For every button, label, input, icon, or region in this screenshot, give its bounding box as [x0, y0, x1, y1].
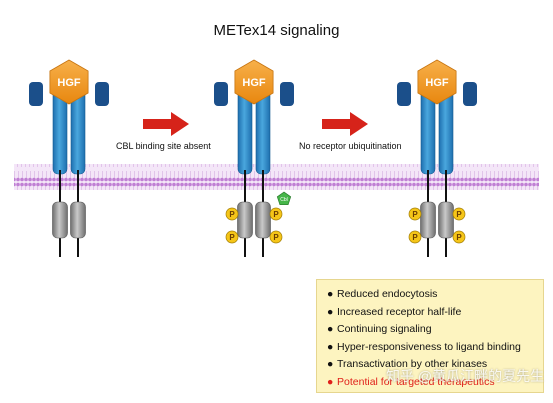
step-label-no-ubiquitination: No receptor ubiquitination: [299, 141, 402, 151]
arrow-shape: [143, 112, 189, 136]
kinase-domain-right: [438, 201, 454, 239]
phospho-circle: [225, 207, 239, 221]
phospho-circle: [452, 230, 466, 244]
kinase-domain-left: [237, 201, 253, 239]
consequence-text: Reduced endocytosis: [337, 288, 438, 300]
phospho-label: P: [456, 210, 462, 219]
hgf-ligand: [49, 59, 89, 105]
consequence-item: ●Hyper-responsiveness to ligand binding: [327, 340, 521, 353]
phospho-group: P: [408, 230, 422, 244]
hgf-label: HGF: [57, 77, 81, 89]
sema-domain-right: [280, 82, 294, 106]
phospho-circle: [408, 207, 422, 221]
phospho-group: P: [269, 230, 283, 244]
phospho-label: P: [412, 233, 418, 242]
kinase-domain-left: [420, 201, 436, 239]
consequence-text: Hyper-responsiveness to ligand binding: [337, 340, 521, 353]
cbl-protein: Cbl: [276, 191, 292, 206]
step-label-cbl-site-absent: CBL binding site absent: [116, 141, 211, 151]
kinase-domain-right: [255, 201, 271, 239]
sema-domain-left: [214, 82, 228, 106]
consequence-item: ●Transactivation by other kinases: [327, 358, 488, 370]
phospho-circle: [225, 230, 239, 244]
phospho-label: P: [273, 210, 279, 219]
kinase-domain-right: [70, 201, 86, 239]
met-receptor-2: HGF P P P P Cbl: [214, 59, 294, 257]
arrow-shape: [322, 112, 368, 136]
cbl-shape: [276, 191, 292, 206]
watermark: 知乎 @黄瓜江畔的夏先生: [386, 368, 545, 384]
consequence-text: Increased receptor half-life: [337, 305, 462, 318]
phospho-label: P: [273, 233, 279, 242]
transition-arrow-2: [322, 112, 368, 136]
transition-arrow-1: [143, 112, 189, 136]
hgf-label: HGF: [425, 77, 449, 89]
consequence-item: ●Increased receptor half-life: [327, 305, 462, 318]
hgf-label: HGF: [242, 77, 266, 89]
consequences-box: ●Reduced endocytosis ●Increased receptor…: [316, 279, 544, 393]
diagram-title: METex14 signaling: [213, 22, 340, 39]
sema-domain-right: [95, 82, 109, 106]
phospho-circle: [408, 230, 422, 244]
cbl-label: Cbl: [280, 197, 288, 203]
phospho-circle: [269, 230, 283, 244]
hgf-ligand: [234, 59, 274, 105]
sema-domain-left: [29, 82, 43, 106]
phospho-group: P: [225, 230, 239, 244]
consequence-item: ●Continuing signaling: [327, 323, 432, 335]
phospho-group: P: [408, 207, 422, 221]
phospho-label: P: [412, 210, 418, 219]
kinase-domain-left: [52, 201, 68, 239]
phospho-label: P: [229, 210, 235, 219]
met-receptor-1: HGF: [29, 59, 109, 257]
hgf-ligand: [417, 59, 457, 105]
consequence-text: Transactivation by other kinases: [337, 358, 488, 370]
phospho-group: P: [269, 207, 283, 221]
phospho-group: P: [225, 207, 239, 221]
phospho-circle: [452, 207, 466, 221]
phospho-group: P: [452, 207, 466, 221]
consequence-text: Continuing signaling: [337, 323, 432, 335]
phospho-label: P: [229, 233, 235, 242]
met-receptor-3: HGF P P P P: [397, 59, 477, 257]
consequence-item-highlight: ●Potential for targeted therapeutics: [327, 375, 495, 388]
cell-membrane: [14, 164, 539, 190]
phospho-circle: [269, 207, 283, 221]
phospho-label: P: [456, 233, 462, 242]
consequence-text: Potential for targeted therapeutics: [337, 375, 495, 388]
consequence-item: ●Reduced endocytosis: [327, 288, 438, 300]
sema-domain-right: [463, 82, 477, 106]
phospho-group: P: [452, 230, 466, 244]
sema-domain-left: [397, 82, 411, 106]
